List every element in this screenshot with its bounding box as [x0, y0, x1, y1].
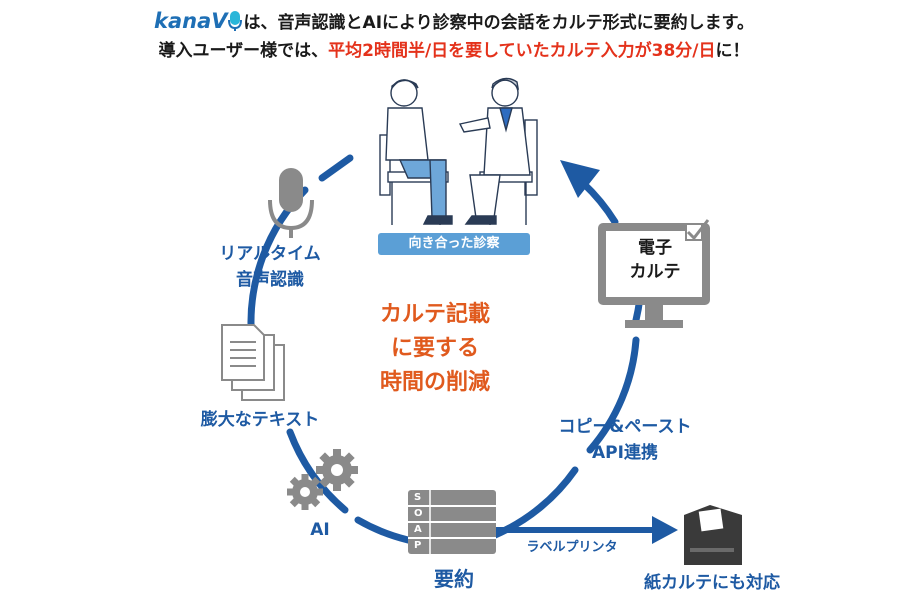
gears-icon: [287, 449, 358, 510]
speech-label-line-2: 音声認識: [236, 270, 304, 290]
cycle-arc-bottom-left: [354, 516, 412, 544]
consultation-badge: 向き合った診察: [378, 233, 530, 255]
cycle-arrowhead: [560, 160, 600, 198]
soap-letter-s: S: [414, 492, 422, 503]
header-line-2-prefix: 導入ユーザー様では、: [158, 41, 329, 61]
center-message: カルテ記載 に要する 時間の削減: [330, 298, 540, 400]
speech-label-line-1: リアルタイム: [219, 244, 321, 264]
text-label: 膨大なテキスト: [200, 410, 320, 430]
cycle-arc-bottom-right: [491, 466, 579, 539]
header-line-2-suffix: に！: [715, 41, 750, 61]
cycle-arc-top-left: [318, 154, 354, 182]
emr-label-line-1: 電子: [638, 238, 672, 258]
emr-label-line-2: カルテ: [629, 262, 681, 282]
soap-letter-a: A: [414, 524, 422, 535]
ai-label: AI: [310, 520, 330, 540]
soap-letters: S O A P: [414, 490, 428, 554]
summary-label: 要約: [434, 567, 474, 591]
center-line-3: 時間の削減: [379, 370, 490, 395]
copy-paste-label: コピー&ペースト API連携: [525, 414, 725, 466]
speech-recognition-label: リアルタイム 音声認識: [205, 241, 335, 293]
header-line-2: 導入ユーザー様では、平均2時間半/日を要していたカルテ入力が38分/日に！: [0, 38, 908, 64]
printer-icon: [684, 505, 742, 565]
center-line-1: カルテ記載: [379, 302, 490, 327]
label-printer-label: ラベルプリンタ: [526, 540, 618, 555]
paper-chart-label: 紙カルテにも対応: [644, 573, 780, 593]
monitor-icon: [598, 219, 710, 328]
cycle-arc-right-top: [579, 179, 619, 226]
header-line-1-text: は、音声認識とAIにより診察中の会話をカルテ形式に要約します。: [243, 13, 754, 33]
header-line-1: kanaV は、音声認識とAIにより診察中の会話をカルテ形式に要約します。: [0, 8, 908, 36]
kanavo-logo: kanaV: [154, 9, 228, 33]
printer-arrowhead: [652, 516, 678, 544]
center-line-2: に要する: [390, 336, 479, 361]
soap-letter-o: O: [414, 508, 423, 519]
consultation-illustration: [379, 77, 538, 225]
header-highlight: 平均2時間半/日を要していたカルテ入力が38分/日: [328, 41, 716, 61]
microphone-icon: [268, 168, 314, 238]
cycle-arc-right-lower: [586, 336, 640, 454]
header: kanaV は、音声認識とAIにより診察中の会話をカルテ形式に要約します。 導入…: [0, 8, 908, 64]
emr-label: 電子 カルテ: [610, 236, 700, 284]
copy-label-line-1: コピー&ペースト: [558, 417, 692, 437]
documents-icon: [221, 324, 285, 401]
soap-icon: [408, 490, 496, 554]
microphone-logo-icon: [227, 11, 242, 31]
copy-label-line-2: API連携: [592, 443, 658, 463]
cycle-arc-left-2: [286, 428, 349, 514]
soap-letter-p: P: [414, 540, 422, 551]
